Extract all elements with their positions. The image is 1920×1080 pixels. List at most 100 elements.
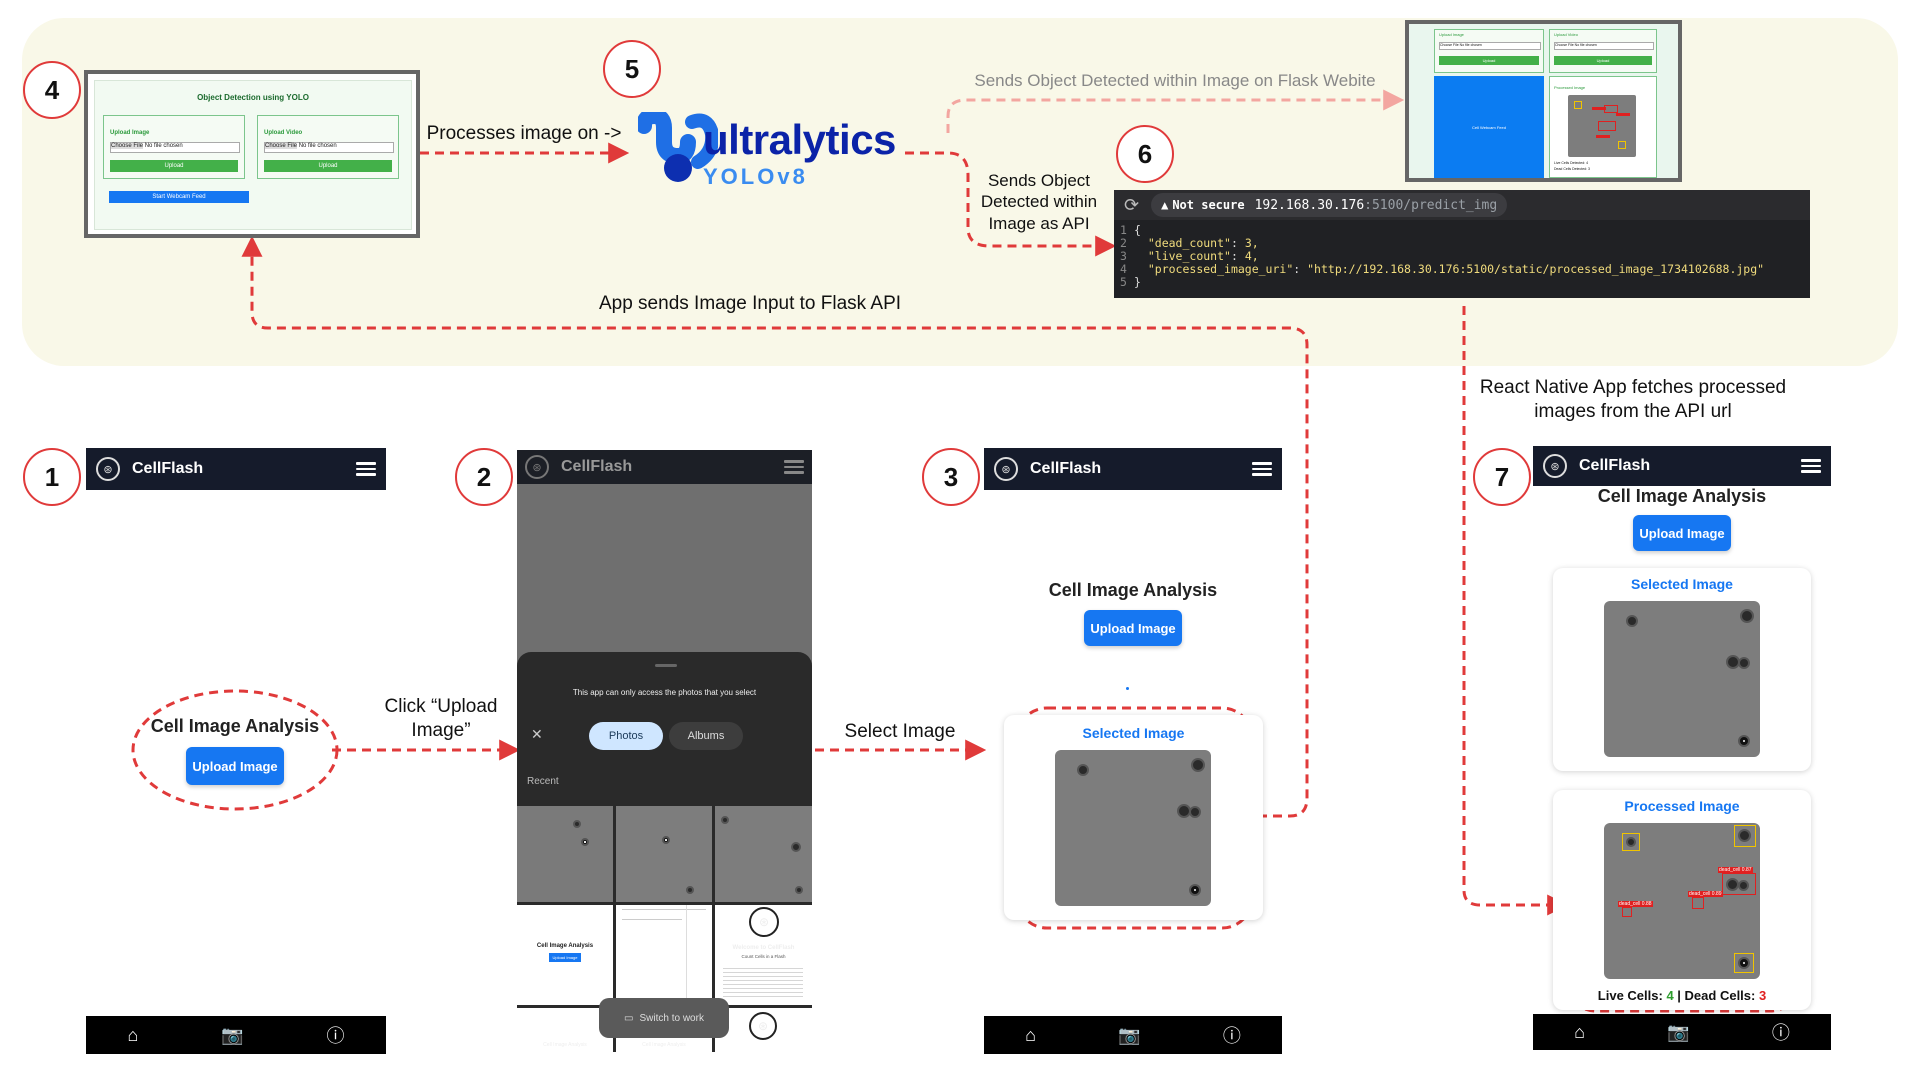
camera-icon[interactable]: 📷 [1667, 1021, 1690, 1042]
url-field[interactable]: 192.168.30.176:5100/predict_img [1254, 197, 1498, 213]
photo-thumb[interactable] [517, 806, 613, 902]
thumb-upload-btn: Upload Image [549, 953, 581, 962]
phone7-processed-card: Processed Image dead_cell 0.87 dead_cell… [1553, 790, 1811, 1010]
step-6-badge: 6 [1116, 125, 1174, 183]
choose-file-input[interactable]: Choose File No file chosen [110, 142, 240, 153]
json-line: 3 "live_count": 4, [1120, 249, 1259, 263]
phone1-upload-button[interactable]: Upload Image [186, 747, 284, 785]
phone7-upload-button[interactable]: Upload Image [1633, 515, 1731, 551]
home-icon[interactable]: ⌂ [127, 1024, 139, 1045]
processed-image-label: Processed Image [1624, 798, 1740, 814]
sheet-handle[interactable] [655, 664, 677, 667]
start-webcam-button[interactable]: Start Webcam Feed [109, 191, 249, 203]
thumb-welcome-sub: Count Cells in a Flash [741, 954, 786, 959]
phone3-app-title: CellFlash [1030, 460, 1102, 477]
dead-count: 3 [1758, 988, 1767, 1003]
camera-icon[interactable]: 📷 [221, 1024, 244, 1045]
selected-image-label: Selected Image [1082, 725, 1185, 741]
cellflash-logo-icon: ⊛ [1543, 454, 1567, 478]
json-line: 4 "processed_image_uri": "http://192.168… [1120, 262, 1765, 276]
info-icon[interactable]: ⓘ [1771, 1023, 1790, 1043]
thumb-heading: Cell Image Analysis [642, 1042, 686, 1048]
phone3-selected-card: Selected Image [1004, 715, 1263, 920]
phone3-bottom-nav: ⌂ 📷 ⓘ [984, 1016, 1282, 1054]
result-upload-image-label: Upload Image [1439, 32, 1464, 37]
caption-app-sends: App sends Image Input to Flask API [598, 293, 902, 314]
result-choose-video[interactable]: Choose File No file chosen [1554, 42, 1654, 50]
json-line: 5} [1120, 275, 1141, 289]
photo-picker-sheet: This app can only access the photos that… [517, 652, 812, 1052]
thumb-welcome: Welcome to CellFlash [732, 945, 795, 951]
json-line: 2 "dead_count": 3, [1120, 236, 1259, 250]
phone2-screen: ⊛ CellFlash This app can only access the… [517, 450, 812, 1052]
bbox-label: dead_cell 0.87 [1718, 867, 1753, 873]
home-icon[interactable]: ⌂ [1574, 1021, 1585, 1042]
photo-thumb[interactable] [715, 806, 812, 902]
hamburger-menu-icon[interactable] [356, 462, 376, 476]
photos-tab[interactable]: Photos [589, 722, 663, 750]
photo-thumb[interactable] [616, 806, 712, 902]
flask-live-line: Live Cells Detected: 4 [1554, 161, 1589, 165]
camera-icon[interactable]: 📷 [1118, 1024, 1141, 1045]
processed-cell-image: dead_cell 0.87 dead_cell 0.89 dead_cell … [1604, 823, 1760, 979]
yolov8-label: YOLOv8 [703, 164, 808, 189]
photo-thumb-screenshot[interactable]: Cell Image Analysis Upload Image [517, 905, 613, 1005]
upload-video-button[interactable]: Upload [264, 160, 392, 172]
step-7-badge: 7 [1473, 448, 1531, 506]
flask-page: Object Detection using YOLO Upload Image… [94, 80, 412, 230]
bbox-label: dead_cell 0.89 [1688, 891, 1723, 897]
thumb-heading: Cell Image Analysis [536, 943, 594, 949]
processed-image-panel: Processed Image Live Cells Detected: 4 D… [1549, 76, 1657, 178]
albums-tab[interactable]: Albums [669, 722, 743, 750]
close-icon[interactable]: ✕ [531, 726, 543, 742]
result-upload-video-label: Upload Video [1554, 32, 1578, 37]
phone3-header: ⊛ CellFlash [984, 448, 1282, 490]
cellflash-logo-icon: ⊛ [96, 457, 120, 481]
phone1-header: ⊛ CellFlash [86, 448, 386, 490]
result-upload-button[interactable]: Upload [1439, 56, 1539, 65]
arrow-app-to-flask [241, 235, 1309, 818]
photo-thumb-menu[interactable] [616, 905, 712, 1005]
home-icon[interactable]: ⌂ [1025, 1024, 1036, 1045]
phone1-app-title: CellFlash [132, 460, 204, 477]
cellflash-logo-icon: ⊛ [994, 457, 1018, 481]
caption-sends-flask: Sends Object Detected within Image on Fl… [974, 71, 1376, 90]
phone7-heading: Cell Image Analysis [1597, 486, 1767, 506]
thumb-paragraph [723, 965, 803, 999]
warning-icon: ▲ [1161, 198, 1169, 212]
choose-video-input[interactable]: Choose File No file chosen [264, 142, 394, 153]
not-secure-badge[interactable]: ▲Not secure [1161, 198, 1245, 212]
photo-thumb-welcome[interactable]: ⊛ Welcome to CellFlash Count Cells in a … [715, 905, 812, 1005]
bbox-label: dead_cell 0.88 [1618, 901, 1653, 907]
info-icon[interactable]: ⓘ [326, 1026, 345, 1046]
arrow-yolo-to-flask-web [946, 89, 1405, 133]
hamburger-menu-icon[interactable] [1801, 459, 1821, 473]
webcam-feed-panel: Cell Webcam Feed [1434, 76, 1544, 178]
hamburger-menu-icon[interactable] [1252, 462, 1272, 476]
loading-dot [1126, 687, 1129, 690]
reload-icon[interactable]: ⟳ [1124, 194, 1140, 216]
info-icon[interactable]: ⓘ [1222, 1026, 1241, 1046]
flask-dead-line: Dead Cells Detected: 3 [1554, 167, 1590, 171]
result-upload-video-button[interactable]: Upload [1554, 56, 1652, 65]
api-json-response: ⟳ ▲Not secure 192.168.30.176:5100/predic… [1114, 190, 1810, 298]
upload-image-button[interactable]: Upload [110, 160, 238, 172]
result-choose-file[interactable]: Choose File No file chosen [1439, 42, 1541, 50]
phone7-selected-label: Selected Image [1631, 576, 1733, 592]
phone7-header: ⊛ CellFlash [1533, 446, 1831, 486]
cell-count-summary: Live Cells: 4 | Dead Cells: 3 [1597, 988, 1767, 1003]
caption-select-image: Select Image [844, 721, 956, 742]
flask-processed-label: Processed Image [1554, 85, 1586, 90]
phone1-heading: Cell Image Analysis [150, 716, 320, 736]
hamburger-menu-icon[interactable] [784, 460, 804, 474]
switch-to-work-button[interactable]: ▭Switch to work [599, 998, 729, 1038]
json-line: 1{ [1120, 223, 1141, 237]
thumb-heading: Cell Image Analysis [543, 1042, 587, 1048]
arrow-api-to-app [1462, 306, 1569, 916]
flask-result-screenshot: Upload Image Choose File No file chosen … [1405, 20, 1682, 182]
phone1-bottom-nav: ⌂ 📷 ⓘ [86, 1016, 386, 1054]
phone3-upload-button[interactable]: Upload Image [1084, 610, 1182, 646]
result-upload-video-panel: Upload Video Choose File No file chosen … [1549, 29, 1657, 73]
caption-click-upload: Click “Upload Image” [384, 696, 498, 741]
browser-address-bar: ⟳ ▲Not secure 192.168.30.176:5100/predic… [1114, 190, 1810, 220]
